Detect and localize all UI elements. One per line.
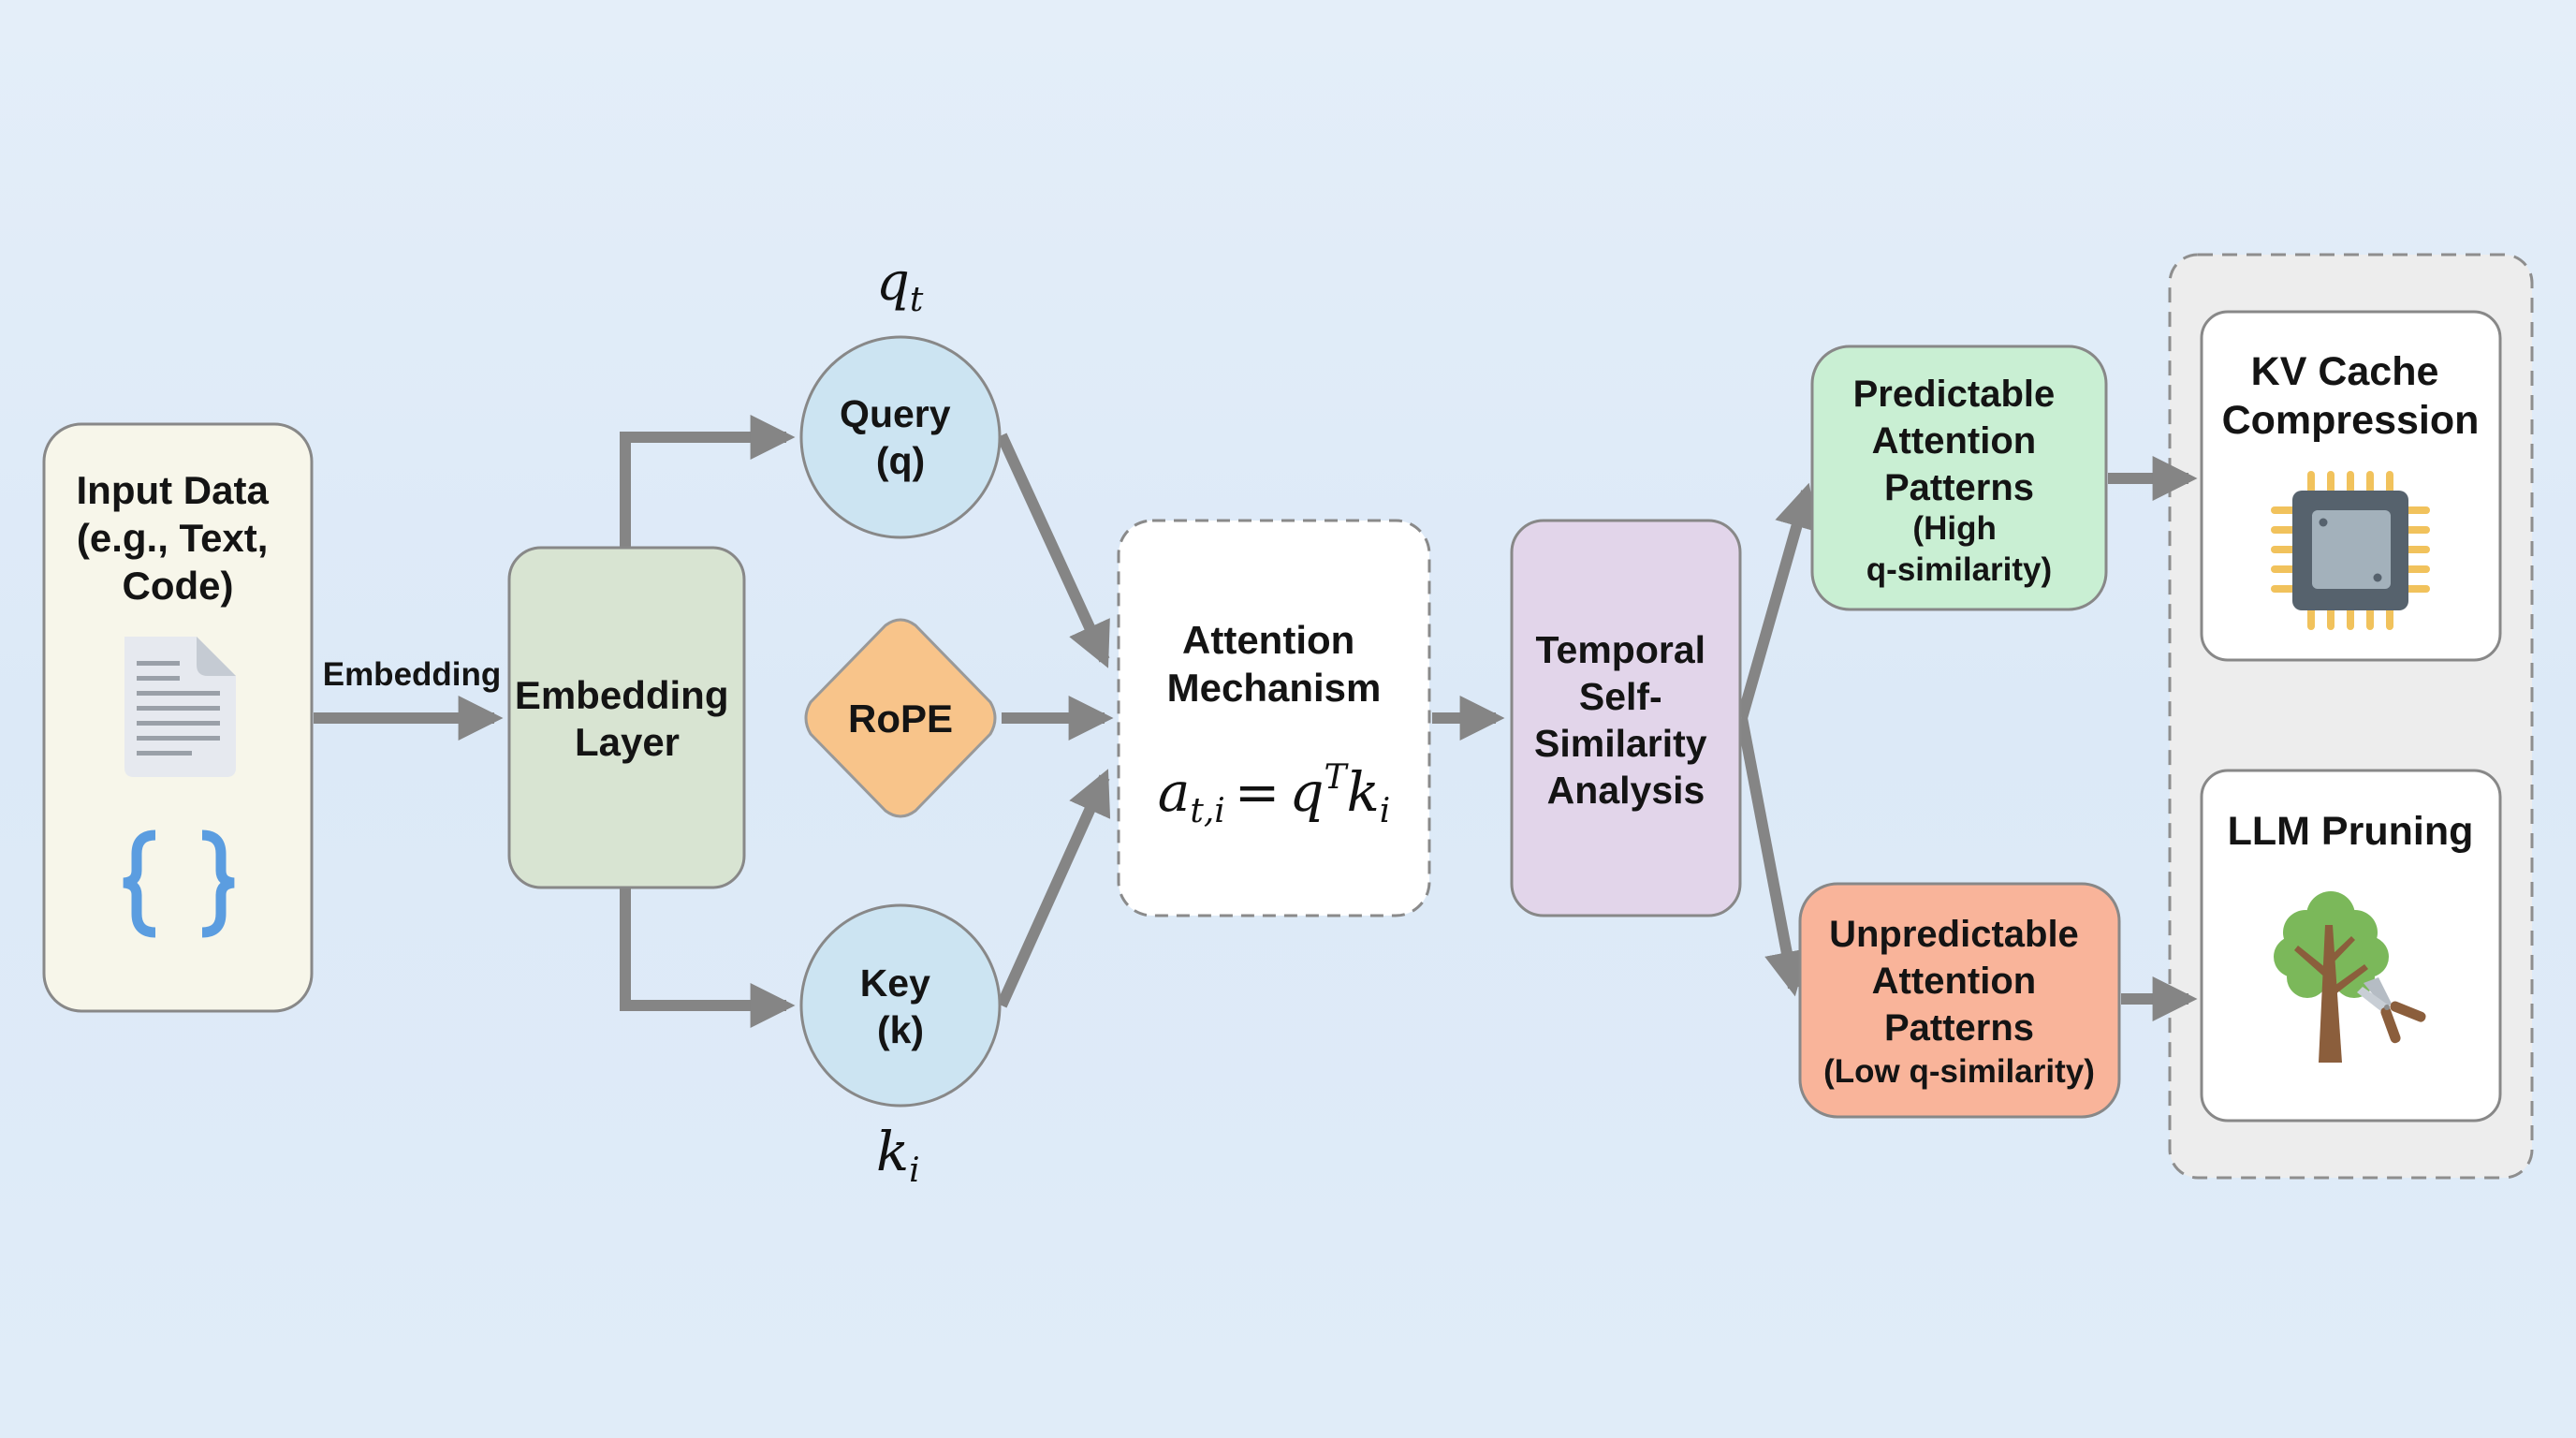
arrow-query-to-attention <box>996 433 1110 668</box>
key-math-label: ki <box>876 1120 920 1190</box>
query-line-2: (q) <box>876 439 925 482</box>
arrow-embedding-to-query <box>620 415 796 548</box>
svg-text:Attention Mechanism: Attention Mechanism <box>1167 618 1382 710</box>
document-icon <box>124 637 236 777</box>
svg-text:Embedding Layer: Embedding Layer <box>515 673 739 764</box>
unpredictable-line-3: Patterns <box>1884 1007 2034 1049</box>
svg-text:KV Cache Compression: KV Cache Compression <box>2222 349 2480 443</box>
svg-text:Unpredictable Attention: Unpredictable Attention Patterns <box>1829 914 2089 1049</box>
pruning-label: LLM Pruning <box>2228 809 2474 854</box>
rope-label: RoPE <box>848 697 953 741</box>
kv-cache-compression-node[interactable]: KV Cache Compression <box>2200 310 2502 662</box>
arrow-temporal-to-unpredictable <box>1736 716 1809 997</box>
arrow-key-to-attention <box>996 769 1111 1008</box>
svg-text:Temporal Self- Sim: Temporal Self- Similarity Analysis <box>1534 628 1718 812</box>
tree-pruning-shears-icon <box>2274 891 2426 1063</box>
input-line-3: Code) <box>123 564 234 608</box>
predictable-sub-2: q-similarity) <box>1866 551 2052 588</box>
svg-text:Input Data (e.g., Text,: Input Data (e.g., Text, Code) <box>77 468 280 608</box>
svg-text:Query (q): Query (q) <box>840 392 961 482</box>
query-line-1: Query <box>840 392 951 435</box>
svg-text:Key (k): Key (k) <box>860 961 942 1051</box>
predictable-patterns-node[interactable]: Predictable Attention Patterns (High q-s… <box>1810 345 2108 611</box>
unpredictable-patterns-node[interactable]: Unpredictable Attention Patterns (Low q-… <box>1798 882 2121 1119</box>
query-node[interactable]: Query (q) <box>799 335 1002 539</box>
unpredictable-line-1: Unpredictable <box>1829 914 2079 955</box>
microchip-icon <box>2271 471 2430 630</box>
attention-mechanism-node[interactable]: Attention Mechanism at,i=qTki <box>1117 519 1431 917</box>
kv-cache-line-2: Compression <box>2222 398 2480 443</box>
temporal-line-3: Similarity <box>1534 722 1707 765</box>
predictable-line-2: Attention <box>1872 420 2037 462</box>
temporal-line-1: Temporal <box>1536 628 1706 671</box>
arrow-embedding-to-key <box>620 888 796 1028</box>
key-line-1: Key <box>860 961 930 1005</box>
svg-text:(Low q-similarity): (Low q-similarity) <box>1823 1053 2095 1090</box>
embedding-line-1: Embedding <box>515 673 729 717</box>
svg-text:(High q-similarity): (High q-similarity) <box>1866 510 2052 588</box>
key-line-2: (k) <box>877 1008 924 1051</box>
edge-label-embedding: Embedding <box>323 656 502 693</box>
embedding-line-2: Layer <box>575 720 680 764</box>
arrow-temporal-to-predictable <box>1736 482 1819 720</box>
predictable-line-1: Predictable <box>1853 374 2056 415</box>
embedding-layer-node[interactable]: Embedding Layer <box>507 546 746 889</box>
predictable-line-3: Patterns <box>1884 467 2034 508</box>
temporal-line-4: Analysis <box>1547 769 1705 812</box>
input-data-node[interactable]: Input Data (e.g., Text, Code) <box>42 422 314 1013</box>
rope-node[interactable]: RoPE <box>804 618 997 818</box>
predictable-sub-1: (High <box>1912 510 1996 547</box>
kv-cache-line-1: KV Cache <box>2251 349 2439 394</box>
query-math-label: qt <box>876 252 924 319</box>
code-braces-icon <box>123 829 235 938</box>
llm-pruning-node[interactable]: LLM Pruning <box>2200 769 2502 1123</box>
temporal-analysis-node[interactable]: Temporal Self- Similarity Analysis <box>1510 519 1742 917</box>
attention-line-1: Attention <box>1182 618 1354 662</box>
unpredictable-line-2: Attention <box>1872 961 2037 1002</box>
unpredictable-sub-1: (Low q-similarity) <box>1823 1053 2095 1090</box>
input-line-1: Input Data <box>77 468 270 512</box>
temporal-line-2: Self- <box>1579 675 1662 718</box>
input-line-2: (e.g., Text, <box>77 516 269 560</box>
key-node[interactable]: Key (k) <box>799 903 1002 1108</box>
edges <box>314 415 2198 1028</box>
attention-formula: at,i=qTki <box>1158 758 1390 830</box>
attention-line-2: Mechanism <box>1167 666 1382 710</box>
svg-text:Predictable Attention: Predictable Attention Patterns <box>1853 374 2066 508</box>
